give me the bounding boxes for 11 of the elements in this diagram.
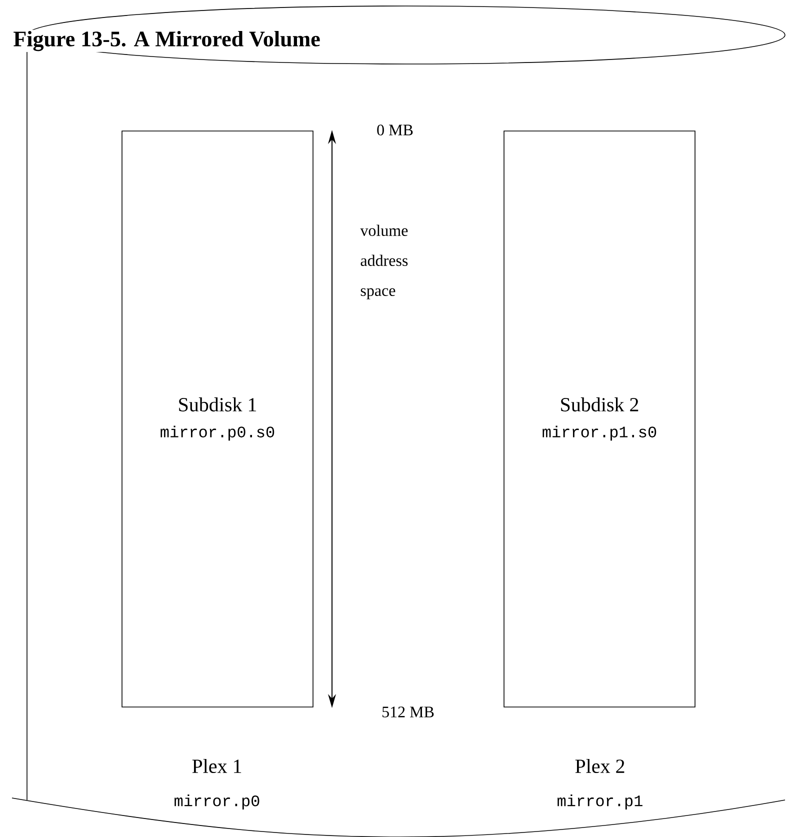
- plex-label: Plex 1: [192, 758, 242, 774]
- plex-label: Plex 2: [575, 758, 624, 774]
- plex-name: mirror.p1: [558, 794, 642, 810]
- plex-name: mirror.p0: [174, 794, 260, 810]
- subdisk-box: Subdisk 1 mirror.p0.s0: [122, 130, 314, 708]
- subdisk-box: Subdisk 2 mirror.p1.s0: [504, 130, 696, 708]
- range-label: 512 MB: [382, 706, 434, 718]
- cylinder-outline: [12, 6, 786, 837]
- axis-label: volume address space: [360, 224, 408, 300]
- title: Figure 13-5. A Mirrored Volume: [12, 30, 322, 52]
- range-label: 0 MB: [377, 124, 413, 136]
